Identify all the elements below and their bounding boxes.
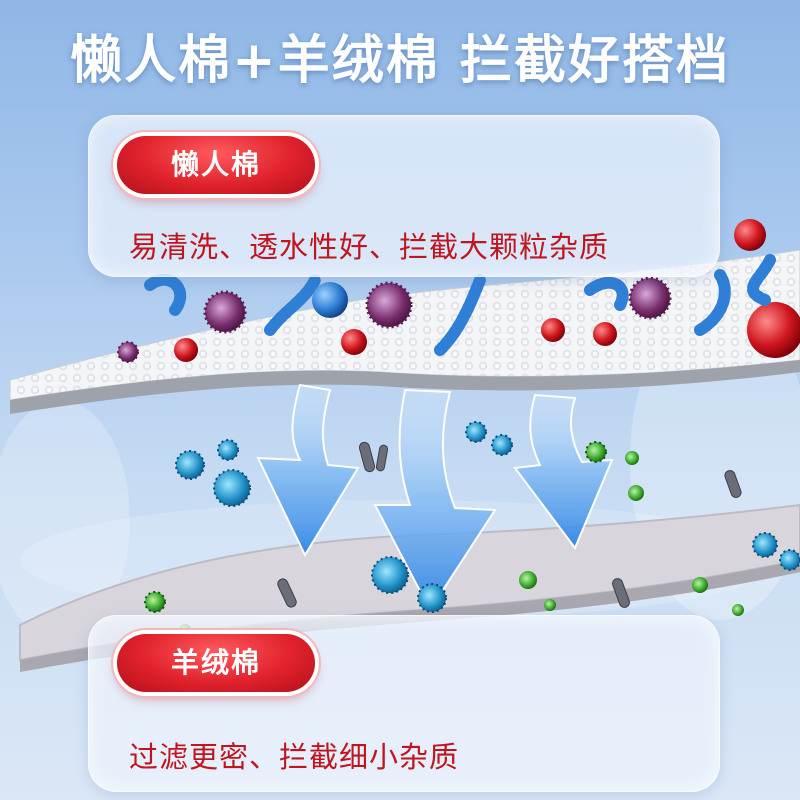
wool-cotton-badge: 羊绒棉 — [117, 634, 315, 692]
lazy-cotton-badge: 懒人棉 — [117, 136, 315, 194]
down-arrow-icon — [513, 393, 614, 550]
purple-virus-icon — [365, 281, 413, 329]
blue-virus-icon — [371, 556, 409, 594]
lazy-cotton-description: 易清洗、透水性好、拦截大颗粒杂质 — [129, 230, 610, 264]
purple-virus-icon — [117, 341, 139, 363]
purple-virus-icon — [628, 276, 672, 320]
blue-spiral-bacteria-icon — [144, 254, 776, 356]
grey-rod-bacteria-icon — [277, 441, 742, 608]
red-bacteria-icon — [541, 318, 565, 342]
red-bacteria-icon — [593, 322, 617, 346]
trapped-large-particles — [117, 219, 800, 363]
green-virus-icon — [732, 604, 744, 616]
blue-spiral-bacteria-icon — [312, 282, 348, 318]
blue-virus-icon — [465, 421, 487, 443]
blue-virus-icon — [417, 583, 447, 613]
wool-cotton-description: 过滤更密、拦截细小杂质 — [129, 740, 460, 774]
red-bacteria-icon — [734, 219, 766, 251]
small-particles — [144, 421, 800, 636]
blue-virus-icon — [213, 469, 251, 507]
flow-arrows — [256, 383, 614, 612]
red-bacteria-icon — [747, 302, 800, 358]
green-virus-icon — [144, 591, 166, 613]
blue-virus-icon — [779, 549, 800, 571]
blue-virus-icon — [175, 450, 205, 480]
down-arrow-icon — [256, 383, 360, 558]
green-virus-icon — [692, 577, 708, 593]
red-bacteria-icon — [341, 329, 367, 355]
blue-virus-icon — [752, 532, 778, 558]
green-virus-icon — [628, 485, 644, 501]
lazy-cotton-panel: 懒人棉 易清洗、透水性好、拦截大颗粒杂质 — [88, 115, 720, 277]
blue-virus-icon — [217, 439, 239, 461]
wool-cotton-panel: 羊绒棉 过滤更密、拦截细小杂质 — [88, 615, 720, 792]
headline: 懒人棉+羊绒棉 拦截好搭档 — [70, 31, 730, 91]
green-virus-icon — [519, 571, 537, 589]
green-virus-icon — [585, 441, 607, 463]
blue-virus-icon — [491, 434, 513, 456]
green-virus-icon — [625, 451, 639, 465]
purple-virus-icon — [203, 290, 247, 334]
down-arrow-icon — [373, 388, 497, 612]
red-bacteria-icon — [174, 338, 198, 362]
green-virus-icon — [544, 599, 556, 611]
